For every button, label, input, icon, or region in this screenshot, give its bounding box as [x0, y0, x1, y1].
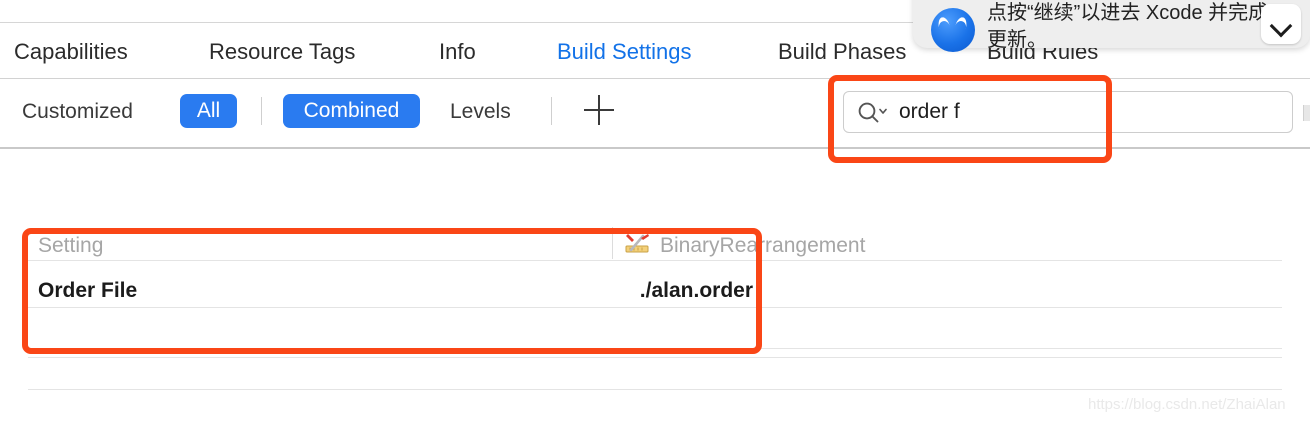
setting-row-value[interactable]: ./alan.order [639, 279, 753, 302]
column-header-setting[interactable]: Setting [38, 234, 104, 257]
row-divider [28, 260, 1282, 261]
filter-divider-1 [261, 97, 262, 125]
column-header-project[interactable]: BinaryRearrangement [660, 234, 866, 257]
setting-row-name[interactable]: Order File [38, 279, 138, 302]
tab-capabilities[interactable]: Capabilities [14, 39, 128, 64]
tabbar-divider [0, 78, 1310, 79]
column-divider [612, 227, 613, 259]
xcode-update-notification[interactable]: 点按“继续”以进去 Xcode 并完成更新。 [913, 0, 1310, 52]
tab-build-settings[interactable]: Build Settings [557, 39, 692, 64]
filter-customized[interactable]: Customized [22, 100, 133, 123]
xcode-hammer-ruler-icon [624, 233, 652, 259]
row-divider [28, 307, 1282, 308]
filter-divider-2 [551, 97, 552, 125]
row-divider [28, 389, 1282, 390]
filter-all[interactable]: All [180, 94, 237, 128]
search-icon[interactable] [856, 101, 890, 125]
notification-message: 点按“继续”以进去 Xcode 并完成更新。 [987, 2, 1269, 51]
watermark: https://blog.csdn.net/ZhaiAlan [1088, 396, 1286, 413]
search-input[interactable]: order f [899, 100, 960, 123]
tab-resource-tags[interactable]: Resource Tags [209, 39, 356, 64]
build-settings-table: Setting BinaryRearrangement Order File .… [0, 149, 1310, 424]
xcode-blue-circle-icon [931, 8, 975, 52]
tab-build-phases[interactable]: Build Phases [778, 39, 907, 64]
tab-info[interactable]: Info [439, 39, 476, 64]
add-setting-plus-icon[interactable] [582, 93, 616, 127]
right-edge-control[interactable] [1303, 105, 1310, 121]
row-divider [28, 348, 1282, 349]
filter-levels[interactable]: Levels [450, 100, 511, 123]
row-divider [28, 357, 1282, 358]
top-divider [0, 22, 1310, 23]
filter-combined[interactable]: Combined [283, 94, 420, 128]
chevron-down-icon[interactable] [1261, 4, 1301, 44]
search-field[interactable]: order f [843, 91, 1293, 133]
filter-bar-divider [0, 147, 1310, 149]
